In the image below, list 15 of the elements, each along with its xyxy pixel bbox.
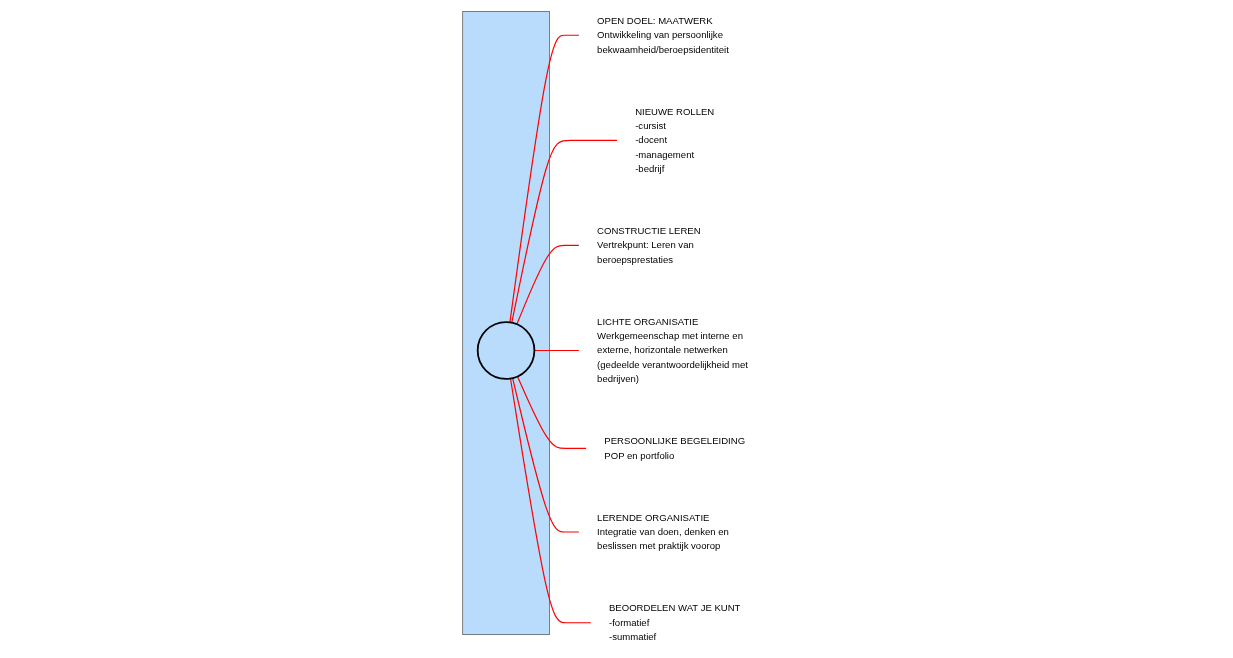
node-text: CONSTRUCTIE LEREN Vertrekpunt: Leren van beroepsprestaties: [597, 225, 701, 265]
node-text: NIEUWE ROLLEN -cursist -docent -management -bedrijf: [635, 106, 715, 174]
connector: [512, 377, 580, 533]
node-text: LERENDE ORGANISATIE Integratie van doen, denken en beslissen met praktijk voorop: [597, 512, 729, 552]
node-text: OPEN DOEL: MAATWERK Ontwikkeling van persoonlijke bekwaamheid/beroepsidentiteit: [597, 15, 729, 55]
connector: [509, 377, 592, 624]
node-text: PERSOONLIJKE BEGELEIDING POP en portfolio: [604, 435, 746, 461]
connector: [509, 34, 580, 323]
connector: [516, 244, 580, 325]
connector: [516, 375, 588, 449]
connector: [511, 139, 618, 324]
cluster: [462, 11, 550, 635]
node-text: BEOORDELEN WAT JE KUNT -formatief -summatief: [608, 603, 741, 642]
node-text: LICHTE ORGANISATIE Werkgemeenschap met interne en externe, horizontale netwerken (gedeelde verantwoordelijkheid met bedrijven): [597, 316, 748, 384]
node-circle: [476, 321, 536, 380]
